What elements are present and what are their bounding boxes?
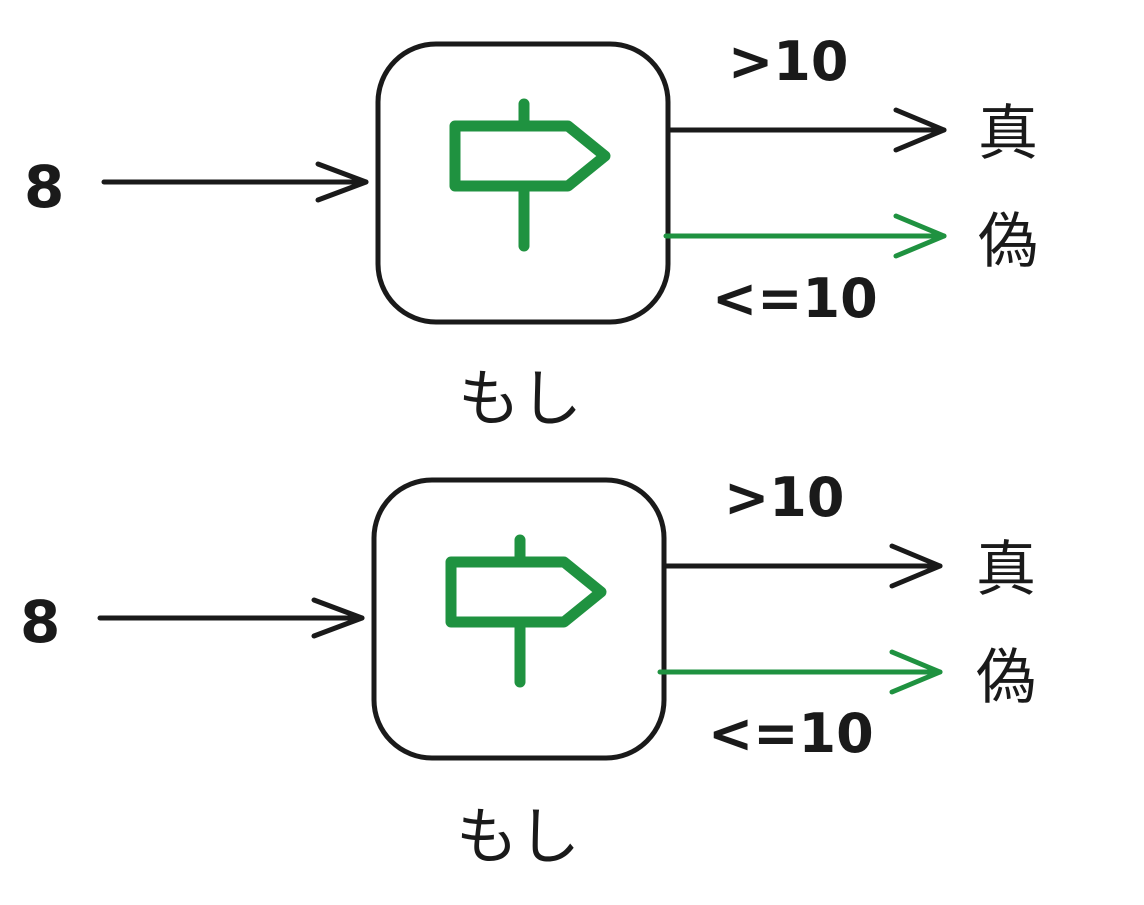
signpost-icon: [449, 98, 611, 252]
decision-caption: もし: [458, 362, 582, 435]
decision-caption: もし: [456, 800, 580, 873]
true-condition-label: >10: [728, 30, 848, 93]
false-result-label: 偽: [976, 643, 1036, 713]
input-arrow: [97, 597, 365, 639]
decision-box: [375, 41, 671, 325]
true-branch-arrow: [665, 107, 947, 153]
false-branch-arrow: [663, 213, 947, 259]
if-diagram-1: 8 >10 真 <=10 偽 もし: [24, 30, 1038, 435]
input-value: 8: [20, 588, 60, 656]
decision-box: [371, 477, 667, 761]
true-condition-label: >10: [724, 466, 844, 529]
false-result-label: 偽: [978, 207, 1038, 277]
false-condition-label: <=10: [712, 267, 878, 330]
input-value: 8: [24, 153, 64, 221]
true-result-label: 真: [976, 535, 1036, 605]
signpost-icon: [445, 534, 607, 688]
true-branch-arrow: [661, 543, 943, 589]
input-arrow: [101, 161, 369, 203]
if-diagram-2: 8 >10 真 <=10 偽 もし: [20, 466, 1036, 873]
true-result-label: 真: [978, 99, 1038, 169]
false-branch-arrow: [657, 649, 943, 695]
false-condition-label: <=10: [708, 702, 874, 765]
